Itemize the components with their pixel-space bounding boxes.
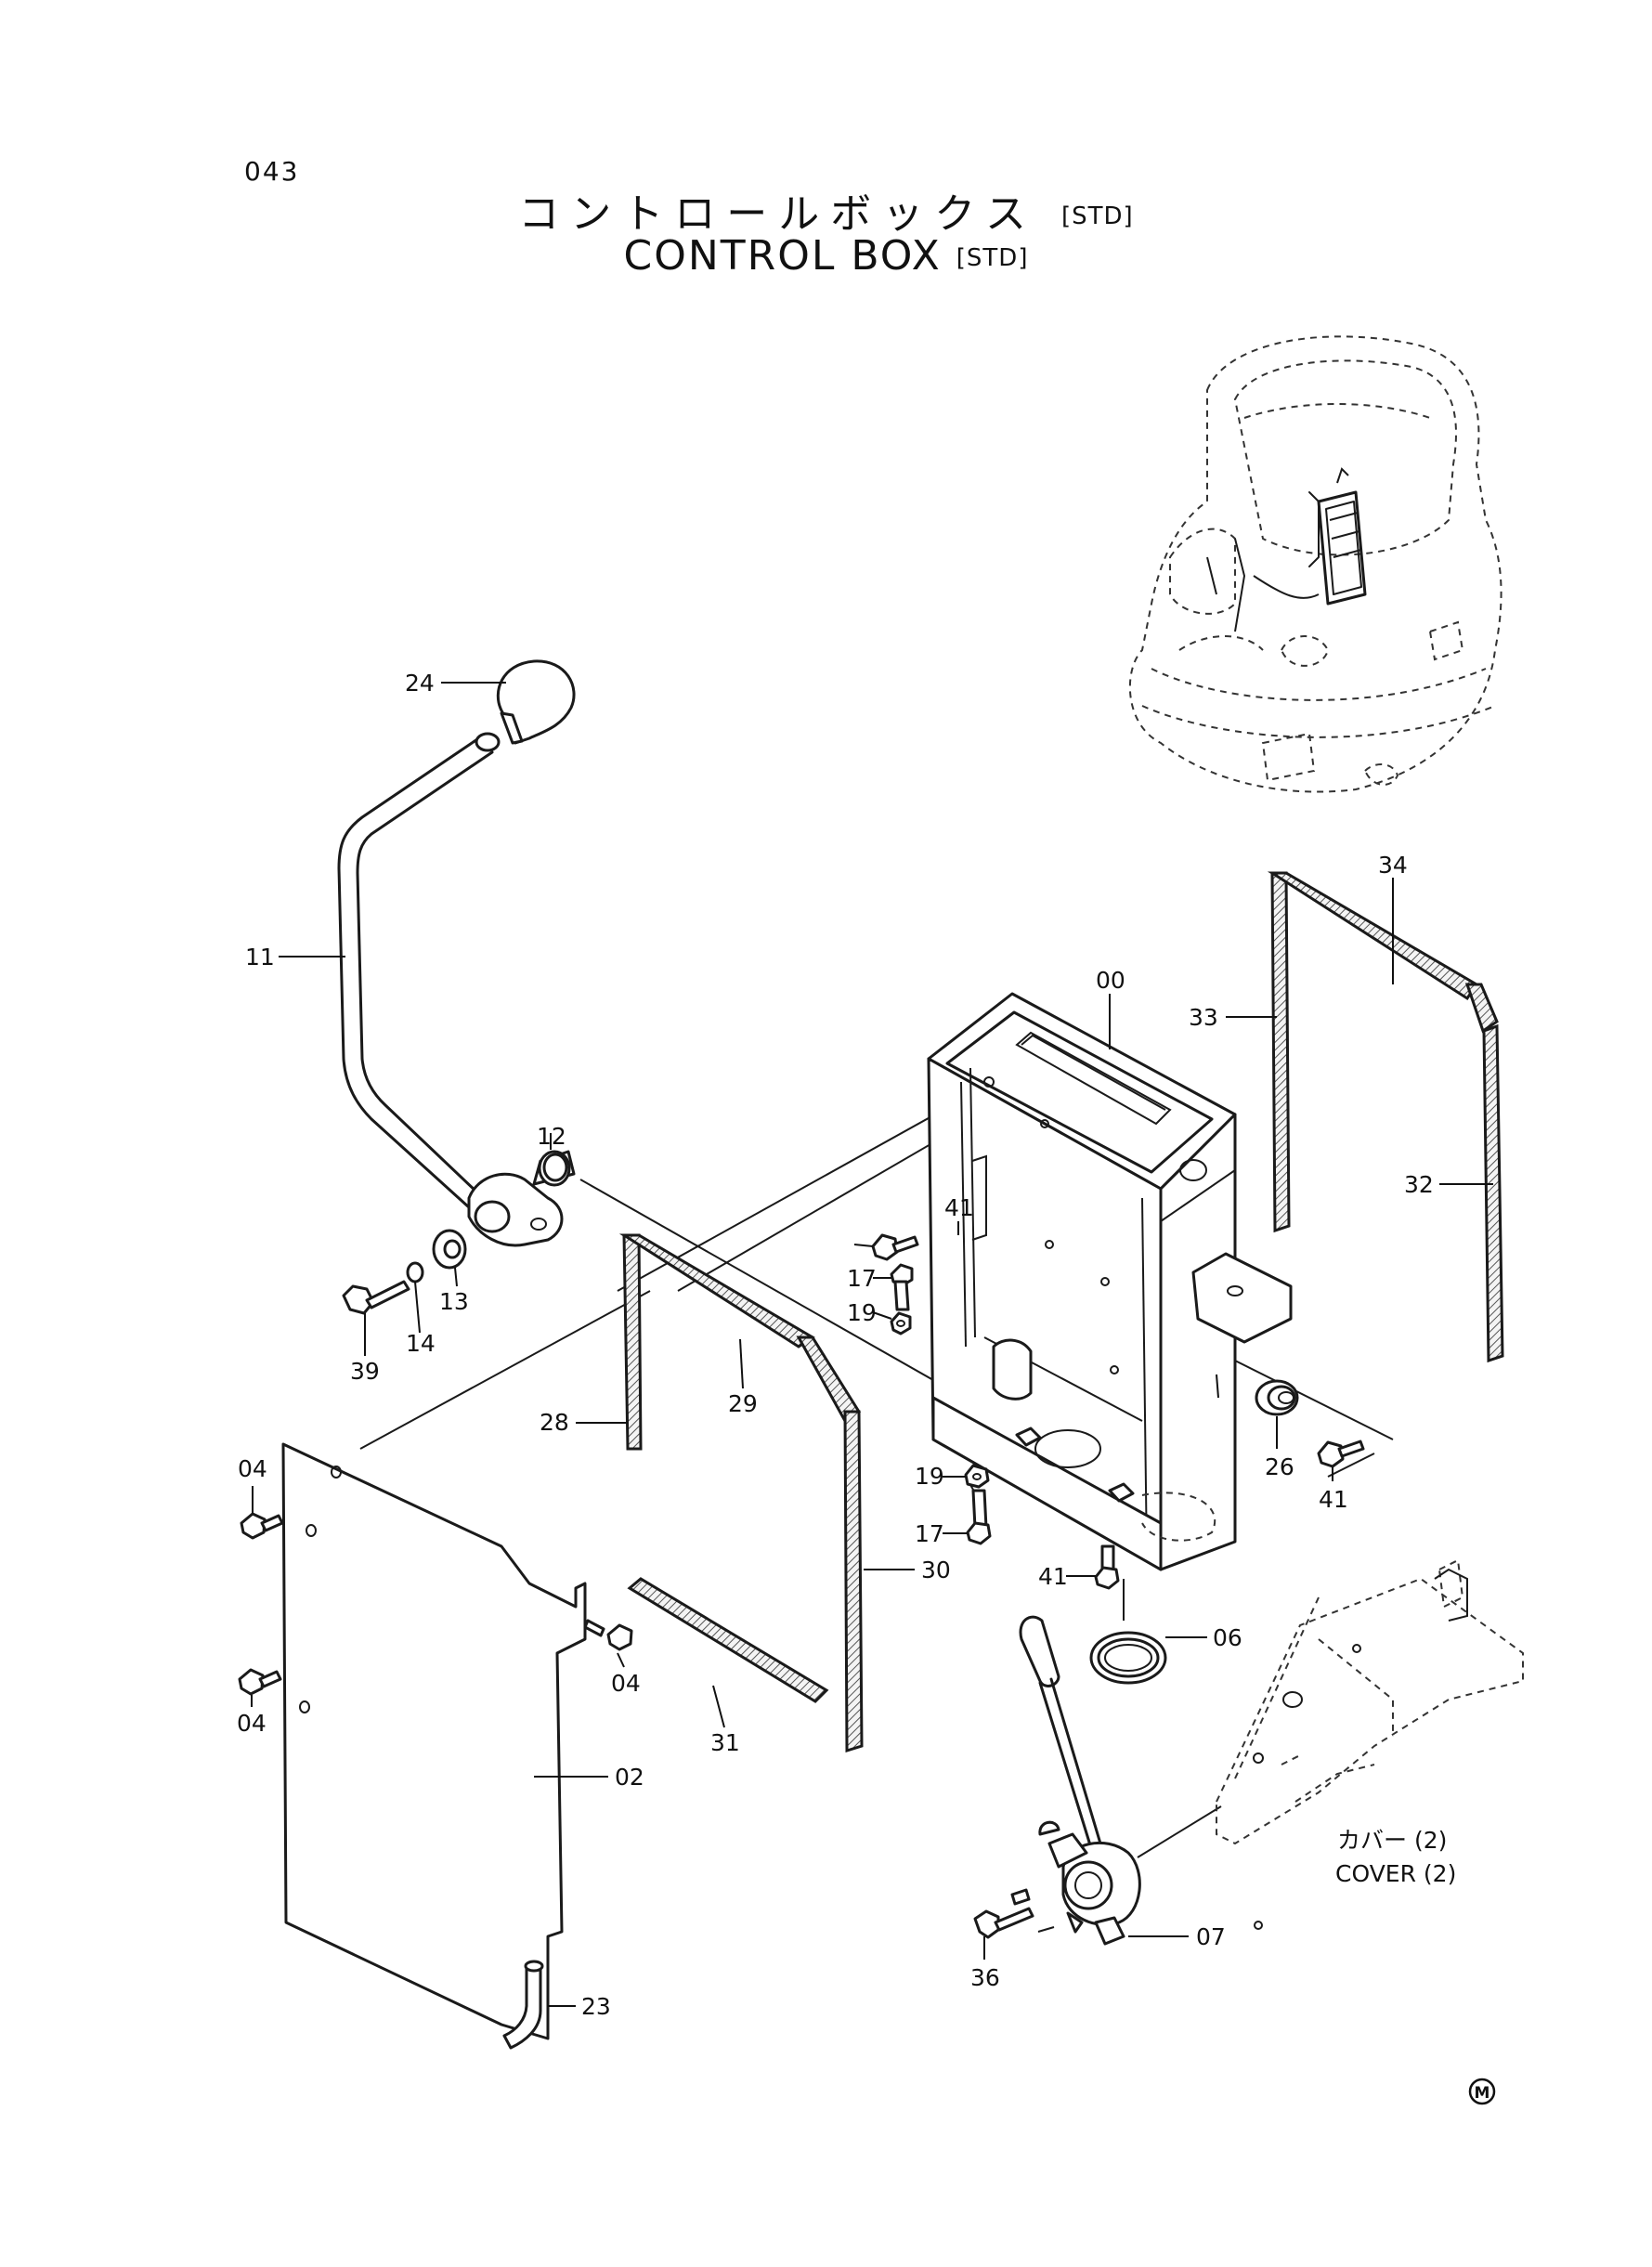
callout-41-upper: 41	[944, 1194, 974, 1221]
title-japanese: コントロールボックス [STD]	[0, 180, 1652, 240]
callout-leaders	[251, 682, 1493, 2007]
callout-12: 12	[537, 1123, 566, 1150]
part-26-grommet	[1255, 1379, 1299, 1416]
callout-06: 06	[1213, 1624, 1242, 1651]
title-en-tag: [STD]	[956, 244, 1029, 272]
part-32-seal	[1482, 1023, 1504, 1363]
part-41-bolt-right	[1317, 1440, 1365, 1468]
part-39-bolt	[342, 1280, 410, 1315]
part-14-lockwasher	[406, 1261, 424, 1283]
callout-41-lower: 41	[1038, 1563, 1068, 1590]
callout-41-right: 41	[1319, 1486, 1348, 1513]
part-02-cover-plate	[281, 1442, 587, 2040]
part-29-seal	[618, 1233, 862, 1424]
note-cover-japanese: カバー (2)	[1337, 1827, 1447, 1854]
callout-34: 34	[1378, 852, 1408, 879]
callout-04-middle: 04	[611, 1670, 641, 1697]
part-19-nut-lower	[964, 1464, 990, 1489]
callout-04-upper: 04	[238, 1455, 267, 1482]
part-41-bolt-upper	[871, 1233, 919, 1261]
part-28-seal	[622, 1233, 643, 1451]
callout-30: 30	[921, 1557, 951, 1583]
part-06-grommet	[1089, 1631, 1167, 1685]
part-13-washer	[432, 1229, 467, 1270]
part-17-bolt-upper	[890, 1263, 914, 1311]
part-17-bolt-lower	[966, 1489, 992, 1545]
cover-bracket-reference	[1216, 1558, 1524, 1930]
callout-24: 24	[405, 670, 435, 697]
callout-23: 23	[581, 1993, 611, 2020]
part-19-nut-upper	[890, 1311, 912, 1335]
part-00-control-box	[927, 992, 1293, 1571]
title-jp-tag: [STD]	[1060, 202, 1134, 230]
callout-32: 32	[1404, 1171, 1434, 1198]
model-mark-letter: M	[1475, 2084, 1490, 2103]
callout-19-upper: 19	[847, 1299, 877, 1326]
callout-36: 36	[970, 1964, 1000, 1991]
callout-39: 39	[350, 1358, 380, 1385]
part-24-knob	[496, 659, 576, 745]
callout-26: 26	[1265, 1453, 1294, 1480]
part-23-hose	[502, 1960, 544, 2050]
part-30-seal	[843, 1410, 864, 1753]
part-04-bolt-lower	[238, 1668, 282, 1696]
callout-04-lower: 04	[237, 1710, 267, 1737]
part-31-seal	[627, 1577, 829, 1703]
title-english: CONTROL BOX [STD]	[0, 232, 1652, 280]
part-07-throttle-lever	[1010, 1615, 1141, 1946]
callout-28: 28	[540, 1409, 569, 1436]
callout-00: 00	[1096, 967, 1125, 994]
callout-02: 02	[615, 1764, 644, 1791]
callout-31: 31	[710, 1729, 740, 1756]
callout-17-upper: 17	[847, 1265, 877, 1292]
note-cover-english: COVER (2)	[1335, 1860, 1456, 1887]
part-33-seal	[1270, 871, 1291, 1233]
callout-13: 13	[439, 1288, 469, 1315]
callout-17-lower: 17	[915, 1520, 944, 1547]
callout-11: 11	[245, 944, 275, 971]
part-04-bolt-upper	[240, 1512, 284, 1540]
part-11-lever	[337, 732, 564, 1247]
callout-19-lower: 19	[915, 1463, 944, 1490]
callout-29: 29	[728, 1390, 758, 1417]
part-36-bolt	[973, 1907, 1034, 1939]
callout-07: 07	[1196, 1923, 1226, 1950]
callout-14: 14	[406, 1330, 436, 1357]
part-04-bolt-middle	[583, 1619, 633, 1651]
page-number: 043	[244, 156, 300, 187]
callout-33: 33	[1189, 1004, 1218, 1031]
model-mark-badge: M	[1468, 2078, 1496, 2105]
part-12-collar	[532, 1150, 576, 1187]
title-jp-text: コントロールボックス	[518, 190, 1037, 238]
title-en-text: CONTROL BOX	[623, 232, 942, 280]
machine-overview-illustration	[1128, 335, 1502, 793]
part-34-seal	[1267, 871, 1499, 1034]
part-41-bolt-lower	[1094, 1544, 1120, 1590]
